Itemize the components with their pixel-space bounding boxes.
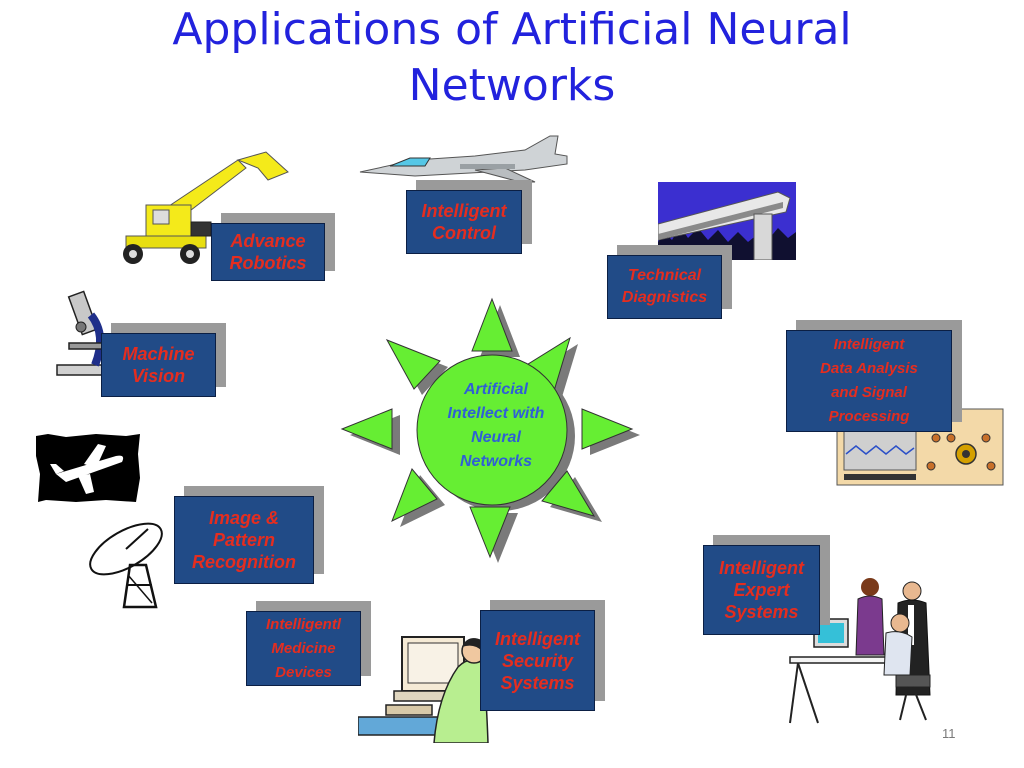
box-label-line: Intelligent <box>833 336 905 353</box>
title-line-2: Networks <box>408 60 616 111</box>
central-label-line: Neural <box>471 429 521 446</box>
satellite-dish-image <box>89 522 163 609</box>
box-label-line: Devices <box>275 663 332 681</box>
airplane-sign-image <box>36 434 140 502</box>
box-label-line: Robotics <box>229 253 307 273</box>
excavator-image <box>123 151 289 264</box>
page-number: 11 <box>942 726 956 741</box>
box-label-line: Control <box>432 223 496 243</box>
box-label-line: Security <box>501 650 574 671</box>
box-label-line: Expert <box>733 580 790 600</box>
technical-diagnistics-box: Technical Diagnistics <box>607 245 732 319</box>
box-label-line: Intelligent <box>495 628 580 649</box>
box-label-line: Medicine <box>271 639 336 657</box>
machine-vision-box: Machine Vision <box>101 323 226 397</box>
central-label-line: Intellect with <box>447 405 545 422</box>
box-label-line: Advance <box>230 231 306 251</box>
central-label-line: Networks <box>459 453 533 470</box>
intelligentl-medicine-devices-box: Intelligentl Medicine Devices <box>246 601 371 686</box>
intelligent-data-analysis-box: Intelligent Data Analysis and Signal Pro… <box>786 320 962 432</box>
box-label-line: Pattern <box>212 530 275 550</box>
box-label-line: Machine <box>122 344 195 364</box>
box-label-line: Data Analysis <box>820 360 918 377</box>
slide-title: Applications of Artificial Neural Networ… <box>0 2 1024 114</box>
intelligent-control-box: Intelligent Control <box>406 180 532 254</box>
intelligent-security-systems-box: Intelligent Security Systems <box>480 600 605 711</box>
central-sun-diagram <box>340 297 640 563</box>
image-pattern-recognition-box: Image & Pattern Recognition <box>174 486 324 584</box>
advance-robotics-box: Advance Robotics <box>211 213 335 281</box>
box-label-line: Recognition <box>192 552 296 572</box>
box-label-line: Technical <box>627 267 702 284</box>
box-label-line: Diagnistics <box>621 289 708 306</box>
box-label-line: Processing <box>828 408 910 425</box>
intelligent-expert-systems-box: Intelligent Expert Systems <box>703 535 830 635</box>
central-label-line: Artificial <box>463 381 528 398</box>
box-label-line: Vision <box>131 366 186 386</box>
box-label-line: Intelligent <box>719 558 804 578</box>
central-label: Artificial Intellect with Neural Network… <box>420 378 572 474</box>
person-at-computer-image <box>358 636 489 743</box>
box-label-line: Image & <box>208 508 280 528</box>
box-label-line: Systems <box>500 672 575 693</box>
box-label-line: Systems <box>724 602 799 622</box>
office-team-image <box>789 578 931 724</box>
microscope-image <box>56 290 108 376</box>
box-label-line: and Signal <box>831 384 907 401</box>
box-label-line: Intelligent <box>421 201 507 221</box>
jet-fighter-image <box>359 135 568 183</box>
box-label-line: Intelligentl <box>266 615 341 633</box>
title-line-1: Applications of Artificial Neural <box>172 4 852 55</box>
